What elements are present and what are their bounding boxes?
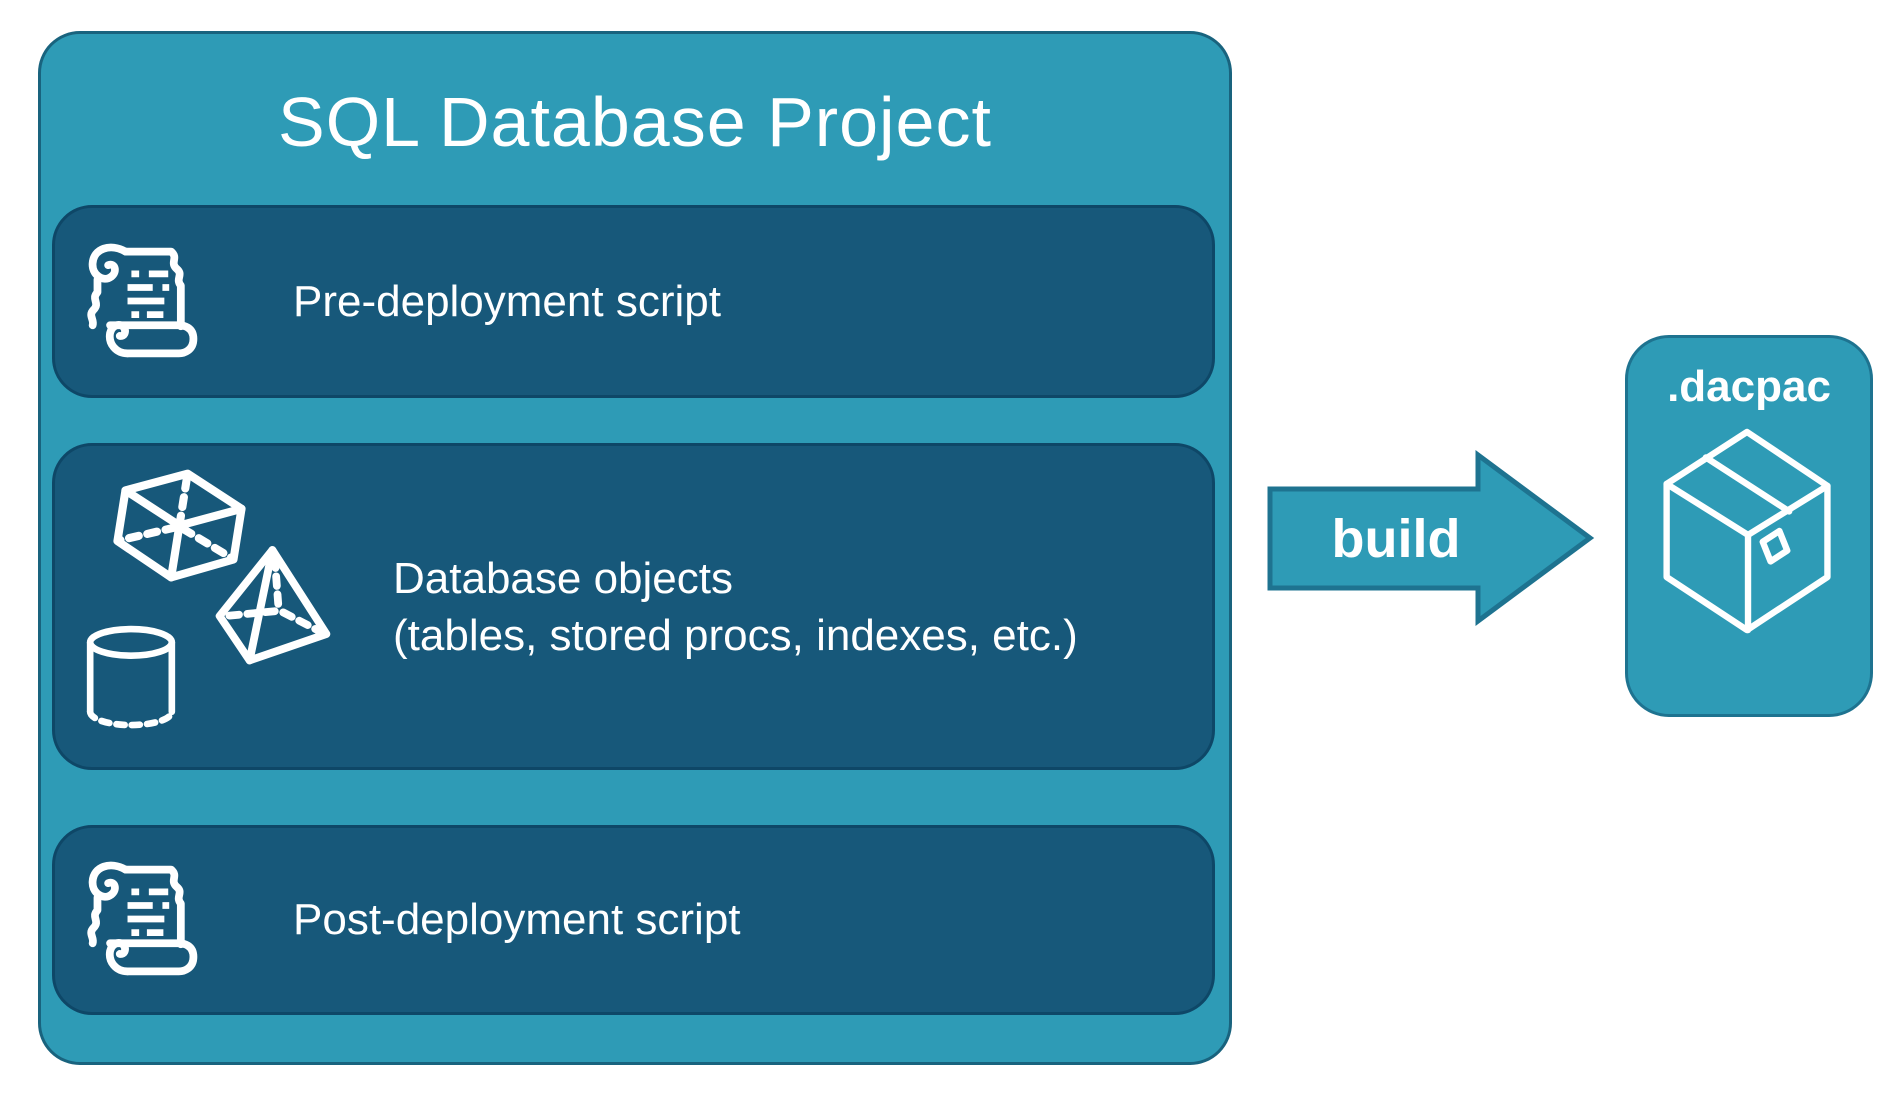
dacpac-box: .dacpac [1625,335,1873,717]
dacpac-label: .dacpac [1667,362,1831,411]
database-objects-label: Database objects (tables, stored procs, … [393,550,1078,664]
package-box-icon [1663,428,1831,634]
pyramid-icon [215,546,331,665]
database-objects-panel: Database objects (tables, stored procs, … [52,443,1215,770]
build-arrow-label: build [1331,508,1461,569]
post-deployment-panel: Post-deployment script [52,825,1215,1015]
pre-deployment-label: Pre-deployment script [293,276,721,326]
scroll-icon [87,243,198,357]
cylinder-icon [86,625,176,729]
project-title: SQL Database Project [278,83,992,161]
pre-deployment-panel: Pre-deployment script [52,205,1215,398]
scroll-icon [87,861,198,976]
cube-icon [113,469,246,582]
sql-database-project-box: SQL Database Project Pre-deploymen [38,31,1232,1065]
post-deployment-label: Post-deployment script [293,895,741,944]
database-objects-line2: (tables, stored procs, indexes, etc.) [393,610,1078,660]
database-objects-line1: Database objects [393,553,733,603]
build-arrow [1267,450,1595,626]
